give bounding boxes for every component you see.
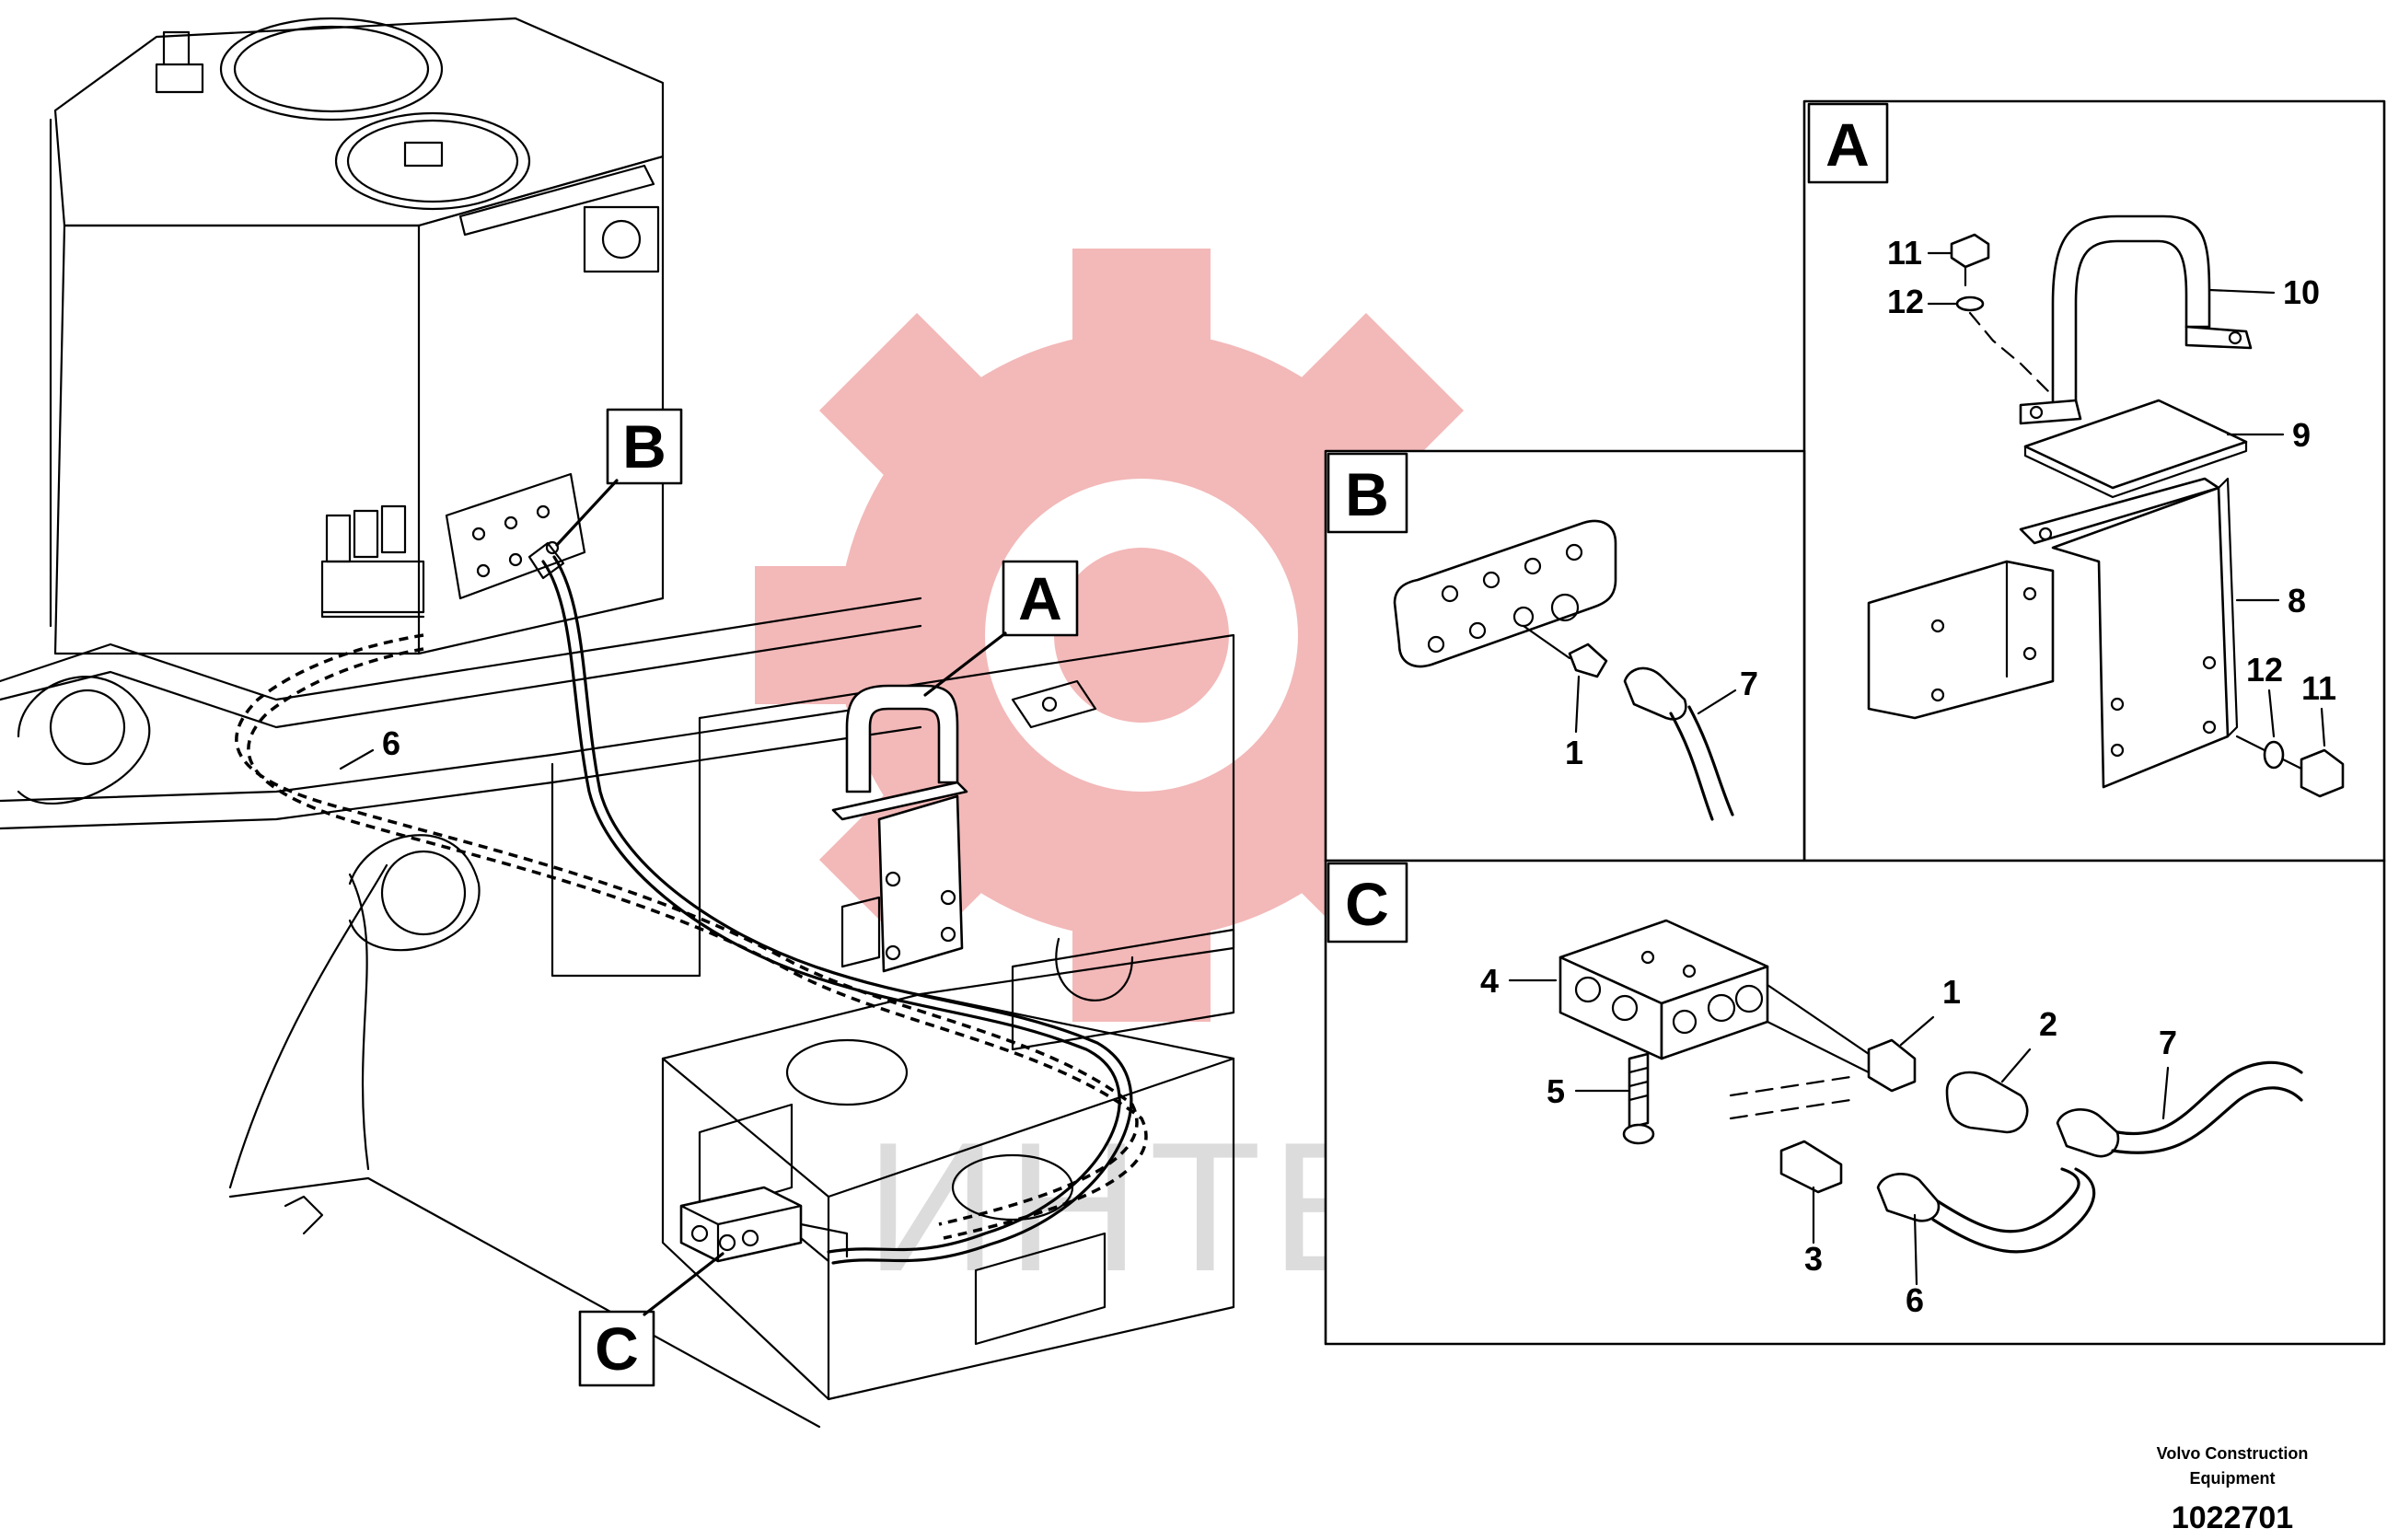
- detail-A-labels: 11 12 10 9 8 12 11: [1887, 234, 2336, 747]
- hose-7: [541, 560, 1121, 1254]
- overview-label-6: 6: [382, 724, 400, 762]
- detail-C-title: C: [1345, 870, 1389, 938]
- footer-number: 1022701: [2172, 1500, 2293, 1535]
- label-C-6: 6: [1906, 1281, 1924, 1319]
- valve-block: [320, 504, 425, 619]
- label-C-4: 4: [1480, 962, 1499, 1000]
- footer-line1: Volvo Construction: [2157, 1444, 2309, 1463]
- callout-C: C: [578, 1252, 724, 1387]
- label-A-12-right: 12: [2246, 651, 2283, 689]
- label-C-1: 1: [1942, 973, 1961, 1011]
- callout-A: A: [923, 560, 1079, 697]
- label-A-9: 9: [2292, 416, 2311, 454]
- label-A-11-right: 11: [2301, 669, 2336, 707]
- detail-A-title: A: [1825, 110, 1870, 179]
- callout-B-letter: B: [622, 412, 666, 481]
- watermark: ИНТЕХ: [755, 249, 1528, 1310]
- footer: Volvo Construction Equipment 1022701: [2157, 1444, 2309, 1535]
- gear-tooth: [818, 312, 1009, 503]
- callout-B: B: [555, 408, 683, 547]
- manifold-C: [679, 1186, 849, 1263]
- label-C-3: 3: [1804, 1240, 1823, 1278]
- callout-C-letter: C: [595, 1314, 639, 1383]
- gear-inner: [1054, 548, 1229, 723]
- overview-drawing: B A C 6: [0, 17, 1235, 1429]
- hydraulic-tank: [49, 17, 665, 655]
- label-C-7: 7: [2159, 1024, 2177, 1061]
- detail-C: C 4 1: [1324, 859, 2386, 1346]
- label-A-12-top: 12: [1887, 283, 1924, 320]
- label-A-10: 10: [2283, 273, 2320, 311]
- footer-line2: Equipment: [2190, 1469, 2276, 1488]
- detail-A: A 11: [1802, 99, 2386, 863]
- label-B-7: 7: [1740, 665, 1758, 702]
- watermark-gear: [755, 249, 1528, 1022]
- label-B-1: 1: [1565, 734, 1583, 771]
- gear-tooth: [1072, 893, 1211, 1022]
- bracket-A-assembly: [831, 684, 968, 973]
- label-C-2: 2: [2039, 1005, 2057, 1043]
- label-A-8: 8: [2288, 582, 2306, 619]
- callout-A-letter: A: [1018, 564, 1062, 632]
- label-A-11-top: 11: [1887, 234, 1922, 272]
- gear-tooth: [755, 566, 884, 704]
- detail-B-title: B: [1345, 460, 1389, 528]
- mounting-plate-B: [445, 472, 586, 600]
- gear-tooth: [1072, 249, 1211, 377]
- overview-part-6: 6: [339, 724, 400, 770]
- detail-B: B 7 1: [1324, 449, 1806, 863]
- frame: [0, 596, 1235, 1429]
- hose-6-dashed: [235, 633, 1139, 1226]
- label-C-5: 5: [1547, 1072, 1565, 1110]
